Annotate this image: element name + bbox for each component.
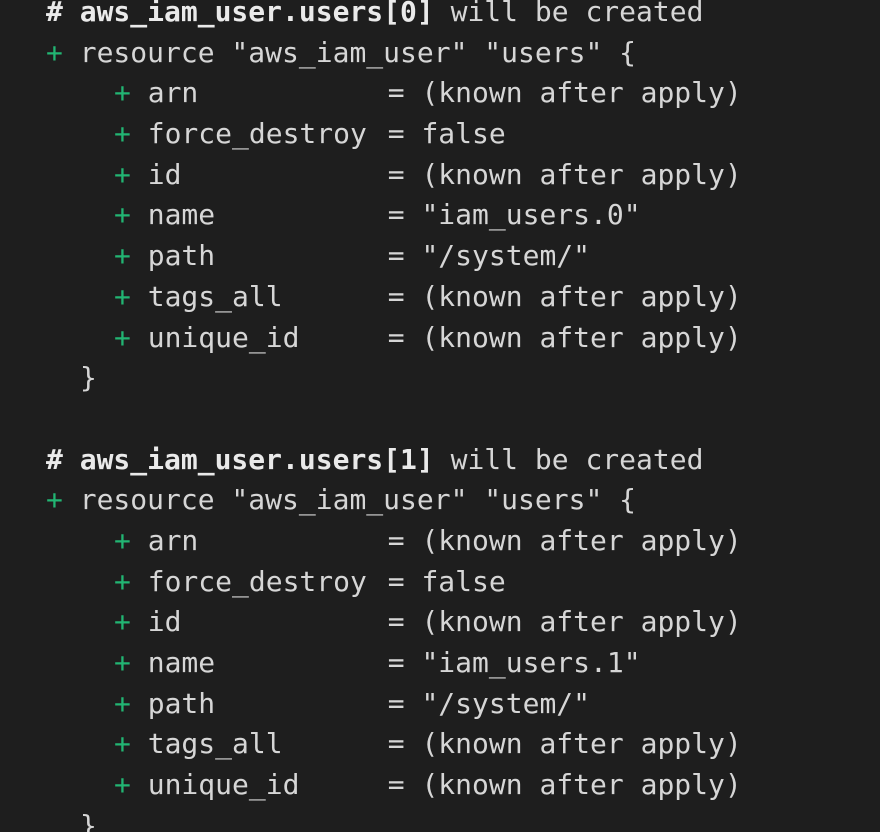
equals-sign: = (387, 117, 405, 151)
plus-icon: + (114, 605, 131, 639)
plus-icon: + (114, 768, 131, 802)
plus-icon: + (114, 157, 131, 191)
equals-sign: = (387, 564, 405, 598)
attribute-row: + name = "iam_users.1" (46, 643, 742, 684)
equals-sign: = (387, 239, 405, 273)
attribute-value: (known after apply) (421, 605, 742, 639)
attribute-name: arn (147, 76, 199, 110)
resource-block: # aws_iam_user.users[0] will be created+… (46, 0, 742, 399)
blank-line (46, 399, 742, 440)
attribute-value: (known after apply) (421, 279, 742, 313)
equals-sign: = (387, 605, 405, 639)
attribute-value: (known after apply) (421, 768, 742, 802)
attribute-name: arn (147, 523, 199, 557)
plus-icon: + (114, 239, 131, 273)
plus-icon: + (114, 523, 131, 557)
attribute-value: (known after apply) (421, 76, 742, 110)
equals-sign: = (387, 198, 405, 232)
attribute-row: + id = (known after apply) (46, 602, 742, 643)
attribute-name: unique_id (147, 768, 300, 802)
plus-icon: + (114, 646, 131, 679)
equals-sign: = (387, 646, 405, 679)
equals-sign: = (387, 686, 405, 720)
resource-declaration-line: + resource "aws_iam_user" "users" { (46, 33, 742, 74)
attribute-row: + arn = (known after apply) (46, 73, 742, 114)
equals-sign: = (387, 523, 405, 557)
attribute-value: "iam_users.1" (421, 646, 641, 679)
attribute-value: (known after apply) (421, 523, 742, 557)
attribute-name: path (147, 686, 216, 720)
closing-brace: } (80, 361, 97, 395)
attribute-row: + arn = (known after apply) (46, 521, 742, 562)
attribute-row: + id = (known after apply) (46, 155, 742, 196)
plus-icon: + (114, 727, 131, 761)
attribute-value: (known after apply) (421, 320, 742, 354)
attribute-name: path (147, 239, 216, 273)
resource-declaration-line: + resource "aws_iam_user" "users" { (46, 480, 742, 521)
attribute-name: id (147, 605, 182, 639)
plus-icon: + (114, 564, 131, 598)
plan-output: # aws_iam_user.users[0] will be created+… (46, 0, 742, 832)
attribute-row: + name = "iam_users.0" (46, 195, 742, 236)
attribute-row: + force_destroy = false (46, 114, 742, 155)
plus-icon: + (114, 76, 131, 110)
closing-brace-line: } (46, 358, 742, 399)
closing-brace: } (80, 808, 97, 832)
attribute-value: (known after apply) (421, 157, 742, 191)
resource-comment-line: # aws_iam_user.users[1] will be created (46, 440, 742, 481)
attribute-value: false (421, 564, 506, 598)
plus-icon: + (114, 279, 131, 313)
attribute-value: "/system/" (421, 239, 591, 273)
attribute-name: tags_all (147, 727, 283, 761)
attribute-name: tags_all (147, 279, 283, 313)
attribute-row: + tags_all = (known after apply) (46, 724, 742, 765)
plus-icon: + (114, 320, 131, 354)
attribute-name: id (147, 157, 182, 191)
comment-hash: # (46, 442, 63, 476)
attribute-row: + unique_id = (known after apply) (46, 318, 742, 359)
attribute-row: + force_destroy = false (46, 562, 742, 603)
plus-icon: + (46, 483, 63, 517)
equals-sign: = (387, 76, 405, 110)
equals-sign: = (387, 768, 405, 802)
closing-brace-line: } (46, 806, 742, 832)
equals-sign: = (387, 320, 405, 354)
resource-declaration: resource "aws_iam_user" "users" { (79, 35, 637, 69)
plus-icon: + (114, 686, 131, 720)
attribute-row: + path = "/system/" (46, 236, 742, 277)
equals-sign: = (387, 279, 405, 313)
resource-action-description: will be created (450, 0, 704, 28)
attribute-value: "/system/" (421, 686, 591, 720)
equals-sign: = (387, 157, 405, 191)
resource-address: aws_iam_user.users[1] (79, 442, 434, 476)
attribute-name: name (147, 198, 216, 232)
attribute-name: force_destroy (147, 564, 367, 598)
attribute-name: name (147, 646, 216, 679)
comment-hash: # (46, 0, 63, 28)
attribute-value: false (421, 117, 506, 151)
attribute-value: (known after apply) (421, 727, 742, 761)
attribute-row: + tags_all = (known after apply) (46, 277, 742, 318)
plus-icon: + (114, 198, 131, 232)
attribute-row: + unique_id = (known after apply) (46, 765, 742, 806)
attribute-value: "iam_users.0" (421, 198, 641, 232)
resource-block: # aws_iam_user.users[1] will be created+… (46, 440, 742, 832)
plus-icon: + (114, 117, 131, 151)
attribute-row: + path = "/system/" (46, 684, 742, 725)
equals-sign: = (387, 727, 405, 761)
resource-comment-line: # aws_iam_user.users[0] will be created (46, 0, 742, 33)
resource-declaration: resource "aws_iam_user" "users" { (79, 483, 637, 517)
attribute-name: force_destroy (147, 117, 367, 151)
resource-address: aws_iam_user.users[0] (79, 0, 434, 28)
attribute-name: unique_id (147, 320, 300, 354)
plus-icon: + (46, 35, 63, 69)
resource-action-description: will be created (450, 442, 704, 476)
